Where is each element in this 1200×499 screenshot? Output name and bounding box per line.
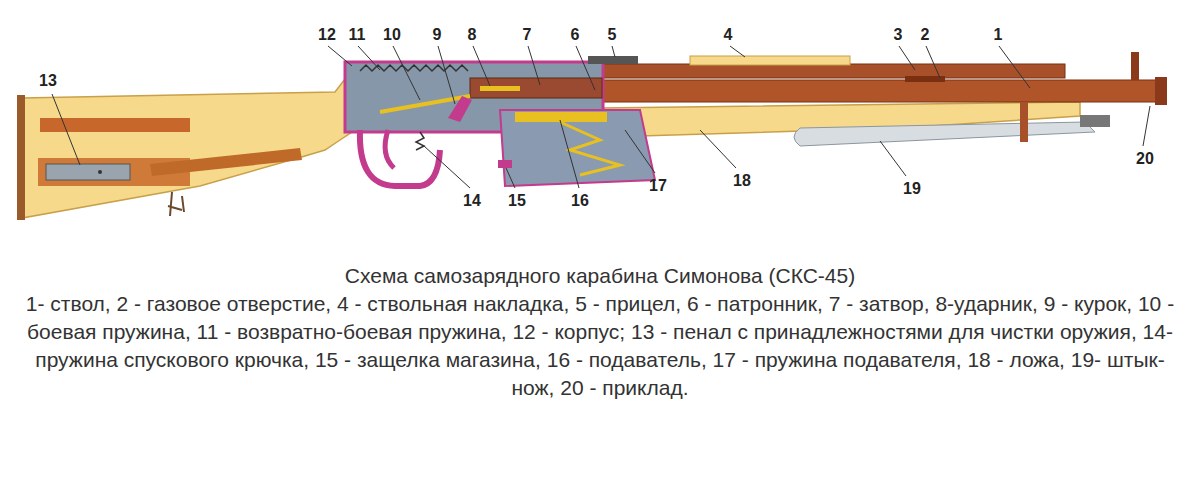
callout-number: 3 [894, 26, 903, 44]
front-sight [1131, 52, 1139, 80]
callout-number: 2 [921, 26, 930, 44]
callout-number: 10 [383, 26, 401, 44]
callout-number: 7 [523, 26, 532, 44]
bayonet [794, 122, 1095, 146]
callout-number: 20 [1136, 150, 1154, 168]
callout-number: 4 [724, 26, 733, 44]
gas-tube [600, 64, 1065, 78]
kit-dot [98, 170, 102, 174]
callout-number: 5 [608, 26, 617, 44]
callout-number: 17 [649, 177, 667, 195]
callout-number: 1 [994, 26, 1003, 44]
hammer [448, 96, 472, 122]
callout-number: 16 [571, 192, 589, 210]
follower-spring [560, 122, 620, 175]
butt-plate [17, 95, 25, 220]
callout-number: 12 [318, 26, 336, 44]
callout-number: 19 [903, 180, 921, 198]
sling-swivel [168, 192, 184, 216]
callout-number: 6 [571, 26, 580, 44]
stock [22, 70, 352, 218]
mag-catch [498, 160, 512, 168]
trigger [385, 130, 394, 168]
callout-number: 15 [508, 192, 526, 210]
cleaning-kit [46, 164, 130, 180]
bayonet-lug [1020, 102, 1028, 142]
bayonet-hinge [1080, 115, 1110, 127]
muzzle [1155, 77, 1167, 105]
parts-caption: 1- ствол, 2 - газовое отверстие, 4 - ств… [20, 290, 1180, 402]
rear-sight [588, 56, 638, 64]
trigger-guard [360, 130, 440, 186]
callout-number: 13 [39, 72, 57, 90]
handguard [690, 56, 850, 65]
callout-number: 8 [468, 26, 477, 44]
bolt [470, 78, 602, 98]
callout-number: 11 [349, 26, 366, 44]
callout-number: 14 [463, 192, 481, 210]
magazine [500, 110, 655, 186]
follower [515, 112, 607, 122]
diagram-title: Схема самозарядного карабина Симонова (С… [20, 262, 1180, 290]
callout-number: 9 [433, 26, 442, 44]
firing-pin [480, 86, 520, 91]
trigger-spring [416, 132, 424, 150]
rod-channel [150, 148, 302, 176]
leader-lines [52, 46, 1150, 188]
callout-number: 18 [733, 172, 751, 190]
